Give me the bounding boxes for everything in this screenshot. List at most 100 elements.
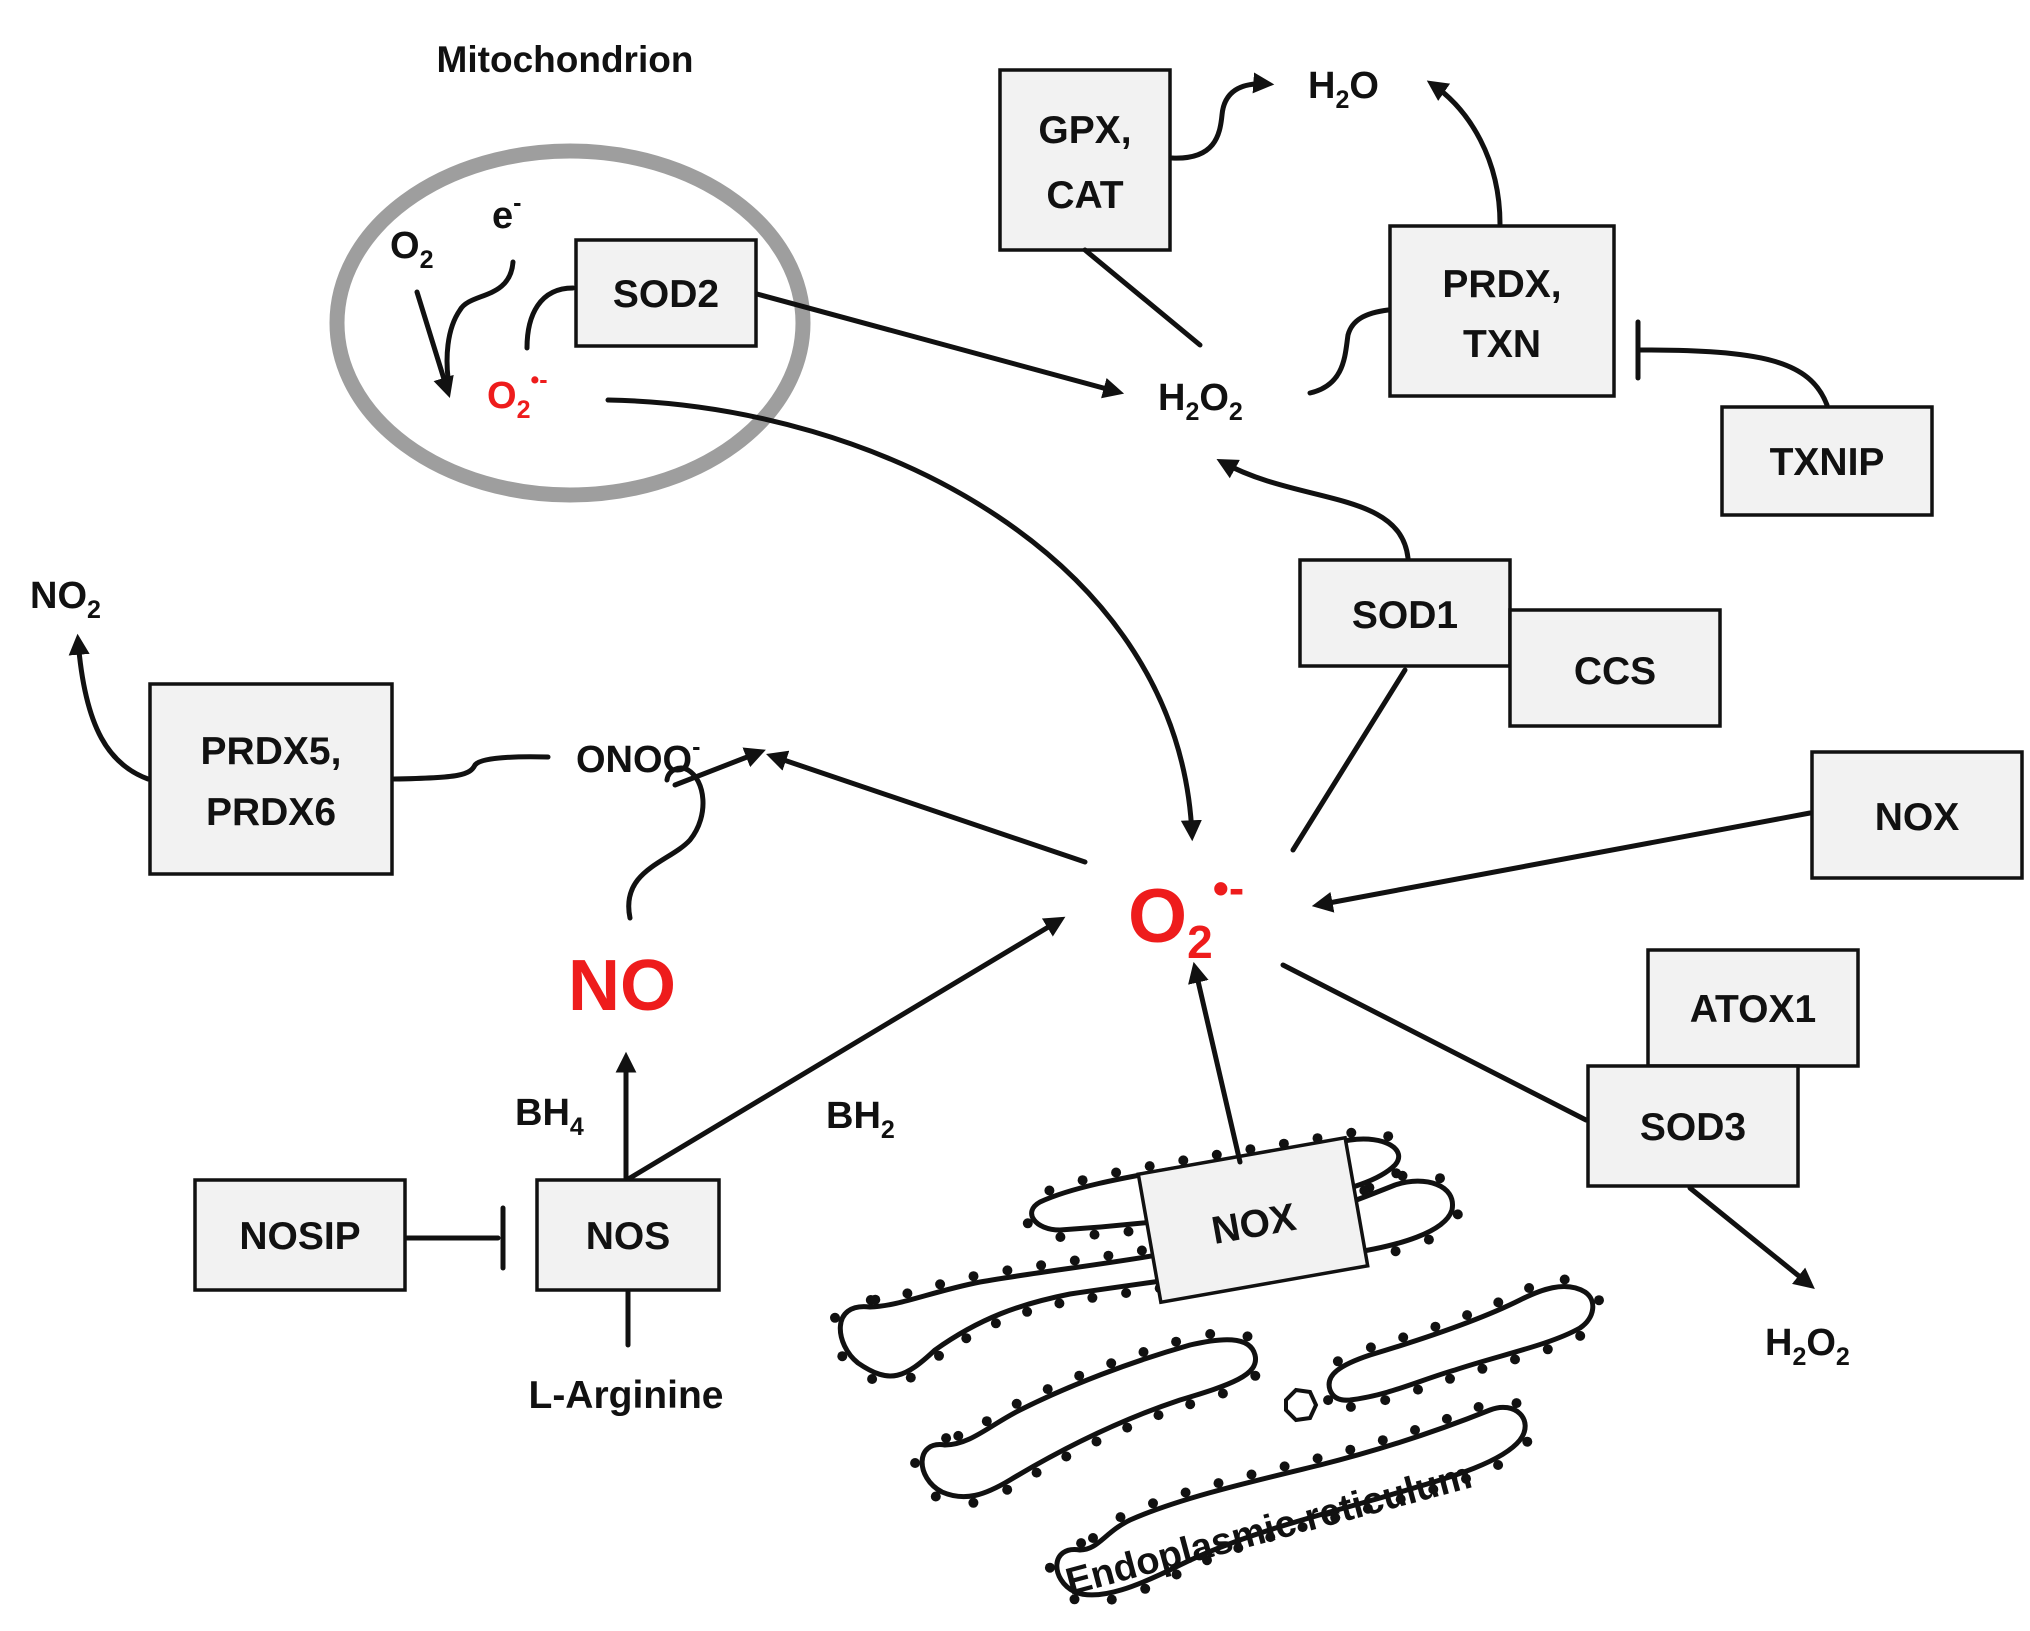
- prdx-to-water-arrow: [1426, 80, 1503, 227]
- ribosome-dot: [1123, 1226, 1134, 1237]
- ribosome-dot: [1140, 1583, 1151, 1594]
- ribosome-dot: [1106, 1594, 1117, 1605]
- ribosome-dot: [1391, 1168, 1402, 1179]
- arginine-label: L-Arginine: [529, 1374, 724, 1417]
- ribosome-dot: [1122, 1422, 1133, 1433]
- ribosome-dot: [1542, 1344, 1553, 1355]
- ribosome-dot: [1115, 1512, 1126, 1523]
- sod1-ccs-group: SOD1 CCS: [1216, 458, 1722, 853]
- prdx-label: PRDX,: [1442, 263, 1561, 306]
- nox-right-box: [1810, 750, 2024, 880]
- ribosome-dot: [1136, 1245, 1147, 1256]
- nos-group: NO BH4 BH2 NOS NOSIP L-Arginine: [193, 747, 1066, 1417]
- ribosome-dot: [1452, 1209, 1463, 1220]
- ribosome-dot: [1462, 1310, 1473, 1321]
- ribosome-dot: [1345, 1401, 1356, 1412]
- electron-label: e-: [492, 189, 521, 237]
- prdx-h2o2-hook: [1307, 307, 1391, 396]
- ribosome-dot: [1185, 1399, 1196, 1410]
- ribosome-dot: [1074, 1370, 1085, 1381]
- gpx-to-water-arrow: [1169, 72, 1275, 161]
- ribosome-dot: [941, 1433, 952, 1444]
- no-label: NO: [568, 946, 676, 1026]
- ribosome-dot: [830, 1312, 840, 1323]
- gpx-cat-box: [998, 68, 1172, 252]
- ribosome-dot: [961, 1333, 972, 1344]
- ribosome-dot: [1180, 1487, 1191, 1498]
- superoxide-sod3-connector: [1280, 962, 1589, 1123]
- prdx-onoo-hook: [391, 754, 551, 782]
- ribosome-dot: [1217, 1388, 1228, 1399]
- ribosome-dot: [1473, 1402, 1484, 1412]
- er-cisterna-1: [837, 1178, 1455, 1379]
- ribosome-dot: [1022, 1218, 1033, 1229]
- ribosome-dot: [930, 1491, 941, 1502]
- ribosome-dot: [1091, 1436, 1102, 1447]
- onoo-label: ONOO-: [576, 733, 700, 781]
- ribosome-dot: [1594, 1295, 1604, 1306]
- ribosome-dot: [1377, 1435, 1388, 1446]
- ribosome-dot: [1435, 1173, 1445, 1184]
- mitochondrion-label: Mitochondrion: [437, 39, 694, 80]
- ribosome-dot: [981, 1416, 992, 1427]
- ribosome-dot: [1171, 1569, 1182, 1580]
- ribosome-dot: [934, 1350, 944, 1361]
- ribosome-dot: [990, 1318, 1001, 1329]
- ribosome-dot: [1031, 1467, 1042, 1478]
- nos-box: [535, 1178, 721, 1292]
- ribosome-dot: [1061, 1451, 1072, 1462]
- er-vesicle: [1284, 1387, 1319, 1423]
- h2o2-bottom-label: H2O2: [1765, 1322, 1850, 1371]
- ribosome-dot: [1077, 1175, 1088, 1186]
- ribosome-dot: [1138, 1347, 1149, 1357]
- ribosome-dot: [1493, 1297, 1504, 1308]
- ccs-box: [1508, 608, 1722, 728]
- sod2-hook: [524, 285, 576, 351]
- ribosome-dot: [1178, 1155, 1189, 1166]
- central-superoxide-label: O2•-: [1128, 862, 1244, 968]
- nox-er-box: [1136, 1135, 1370, 1305]
- ribosome-dot: [1022, 1306, 1033, 1317]
- ribosome-dot: [1332, 1356, 1343, 1367]
- ribosome-dot: [1103, 1250, 1114, 1261]
- mito-superoxide-label: O2•-: [487, 366, 548, 424]
- ribosome-dot: [1575, 1330, 1586, 1341]
- txnip-inhibition-line: [1637, 347, 1830, 408]
- ribosome-dot: [1089, 1229, 1100, 1240]
- ribosome-dot: [1522, 1436, 1533, 1447]
- bh4-label: BH4: [515, 1092, 584, 1141]
- ribosome-dot: [867, 1374, 878, 1384]
- ribosome-dot: [1036, 1260, 1047, 1271]
- prdx6-label: PRDX6: [206, 791, 336, 834]
- mito-o2-label: O2: [390, 225, 433, 274]
- ribosome-dot: [1312, 1453, 1323, 1464]
- ribosome-dot: [1069, 1255, 1080, 1266]
- ribosome-dot: [870, 1294, 881, 1305]
- ribosome-dot: [1171, 1336, 1182, 1347]
- no2-label: NO2: [30, 575, 101, 624]
- ribosome-dot: [1346, 1127, 1357, 1138]
- ribosome-dot: [1359, 1185, 1370, 1196]
- nos-to-superoxide-arrow: [627, 916, 1066, 1181]
- sod2-to-h2o2-arrow: [754, 291, 1125, 399]
- ribosome-dot: [1559, 1274, 1570, 1285]
- ribosome-dot: [1002, 1265, 1013, 1276]
- ribosome-dot: [1423, 1234, 1434, 1245]
- ribosome-dot: [1088, 1533, 1098, 1543]
- ribosome-dot: [968, 1271, 979, 1282]
- h2o2-center-label: H2O2: [1158, 377, 1243, 426]
- ribosome-dot: [1380, 1395, 1391, 1406]
- ribosome-dot: [1461, 1473, 1471, 1484]
- ribosome-dot: [1413, 1384, 1423, 1395]
- ribosome-dot: [1345, 1444, 1356, 1455]
- sod1-to-h2o2-arrow: [1216, 458, 1411, 561]
- prdx-to-no2-arrow: [68, 633, 151, 782]
- gpx-label: GPX,: [1038, 109, 1131, 152]
- ribosome-dot: [902, 1288, 913, 1299]
- ribosome-dot: [1428, 1484, 1439, 1495]
- nox-right-label: NOX: [1875, 796, 1960, 839]
- sod3-atox1-group: ATOX1 SOD3 H2O2: [1280, 948, 1860, 1371]
- er-cisterna-4: [1326, 1284, 1596, 1403]
- ribosome-dot: [1044, 1562, 1055, 1573]
